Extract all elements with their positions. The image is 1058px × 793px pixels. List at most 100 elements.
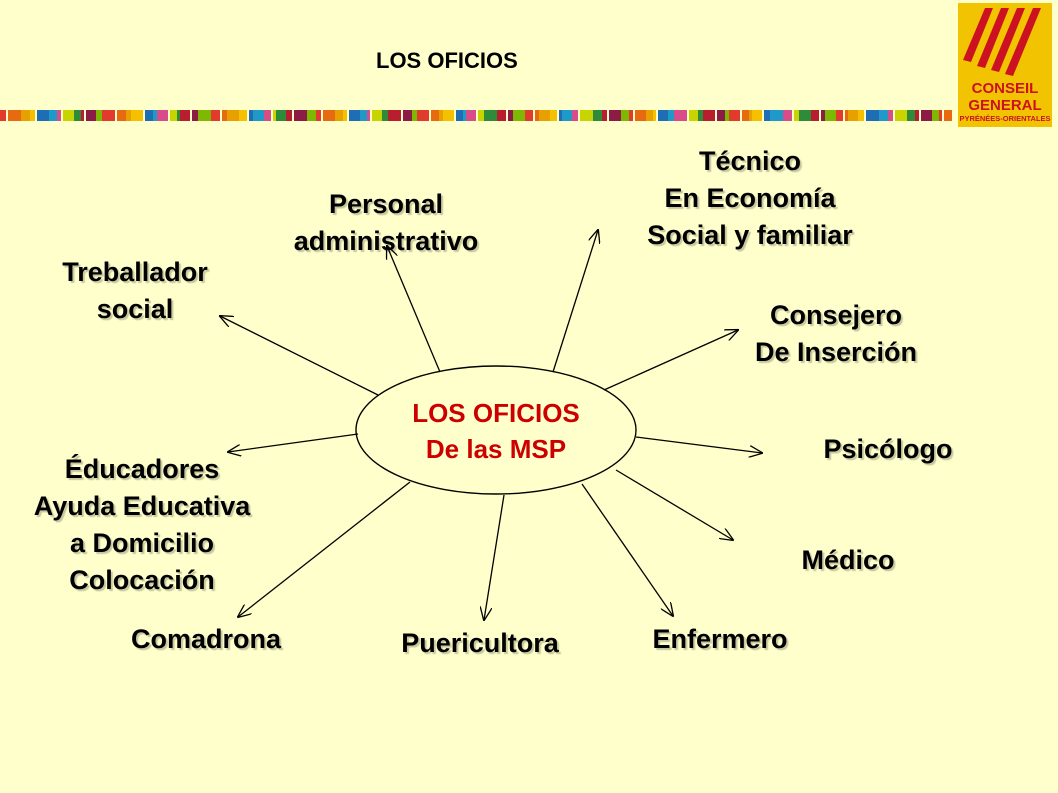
stripe-segment [535, 110, 539, 121]
stripe-segment [37, 110, 49, 121]
stripe-segment [621, 110, 629, 121]
stripe-segment [21, 110, 30, 121]
stripe-segment [907, 110, 915, 121]
stripe-segment [539, 110, 550, 121]
node-educadores-line-2: Ayuda Educativa [33, 491, 251, 521]
stripe-segment [725, 110, 729, 121]
stripe-segment [273, 110, 276, 121]
center-label-line-2: De las MSP [425, 434, 567, 464]
node-comadrona-line-1: Comadrona [130, 624, 282, 654]
stripe-segment [81, 110, 84, 121]
stripe-segment [658, 110, 668, 121]
stripe-segment [717, 110, 725, 121]
stripe-segment [412, 110, 417, 121]
stripe-segment [742, 110, 749, 121]
stripe-segment [580, 110, 593, 121]
stripe-segment [170, 110, 177, 121]
stripe-segment [466, 110, 476, 121]
node-puericultora-line-1: Puericultora [401, 628, 559, 658]
stripe-segment [484, 110, 497, 121]
arrow-to-personal [387, 246, 441, 373]
node-educadores: Éducadores Ayuda Educativa a Domicilio C… [0, 451, 284, 599]
stripe-segment [49, 110, 57, 121]
logo-line-2: GENERAL [968, 97, 1041, 114]
node-educadores-line-4: Colocación [69, 565, 215, 595]
stripe-segment [653, 110, 656, 121]
node-treballador-line-2: social [96, 294, 174, 324]
stripe-segment [866, 110, 879, 121]
stripe-segment [550, 110, 557, 121]
node-tecnico: Técnico En Economía Social y familiar [560, 143, 940, 254]
stripe-segment [703, 110, 715, 121]
stripe-segment [921, 110, 932, 121]
stripe-segment [316, 110, 321, 121]
stripe-segment [562, 110, 572, 121]
logo-line-3: PYRÉNÉES-ORIENTALES [959, 114, 1050, 123]
node-enfermero: Enfermero [610, 621, 830, 658]
stripe-segment [944, 110, 952, 121]
stripe-segment [86, 110, 96, 121]
stripe-segment [478, 110, 484, 121]
stripe-segment [749, 110, 752, 121]
stripe-segment [602, 110, 607, 121]
stripe-segment [323, 110, 335, 121]
stripe-segment [799, 110, 811, 121]
stripe-segment [276, 110, 286, 121]
node-personal: Personal administrativo [236, 186, 536, 260]
stripe-segment [192, 110, 198, 121]
stripe-segment [698, 110, 703, 121]
stripe-segment [443, 110, 454, 121]
stripe-segment [939, 110, 942, 121]
node-tecnico-line-1: Técnico [698, 146, 802, 176]
stripe-segment [180, 110, 190, 121]
stripe-segment [858, 110, 864, 121]
stripe-segment [211, 110, 220, 121]
arrow-to-medico [615, 469, 733, 540]
node-psicologo: Psicólogo [780, 431, 996, 468]
logo-line-1: CONSEIL [972, 80, 1039, 97]
stripe-segment [836, 110, 843, 121]
node-consejero-line-1: Consejero [769, 300, 903, 330]
center-ellipse [355, 365, 637, 495]
conseil-general-logo: CONSEIL GENERAL PYRÉNÉES-ORIENTALES [955, 0, 1055, 130]
node-treballador: Treballador social [10, 254, 260, 328]
arrow-to-educadores [228, 433, 359, 452]
stripe-segment [102, 110, 115, 121]
stripe-segment [572, 110, 578, 121]
arrow-to-comadrona [238, 481, 411, 617]
stripe-segment [932, 110, 939, 121]
stripe-segment [821, 110, 825, 121]
stripe-segment [153, 110, 157, 121]
stripe-segment [294, 110, 307, 121]
node-psicologo-line-1: Psicólogo [823, 434, 953, 464]
stripe-segment [463, 110, 466, 121]
arrow-to-treballador [220, 316, 379, 396]
arrow-to-tecnico [552, 230, 598, 373]
stripe-segment [764, 110, 770, 121]
stripe-segment [360, 110, 367, 121]
stripe-segment [198, 110, 211, 121]
stripe-segment [343, 110, 347, 121]
stripe-segment [629, 110, 633, 121]
stripe-segment [372, 110, 382, 121]
stripe-segment [689, 110, 698, 121]
stripe-segment [253, 110, 264, 121]
stripe-segment [286, 110, 292, 121]
node-puericultora: Puericultora [360, 625, 600, 662]
stripe-segment [508, 110, 513, 121]
stripe-segment [264, 110, 271, 121]
node-educadores-line-3: a Domicilio [69, 528, 215, 558]
node-personal-line-2: administrativo [293, 226, 479, 256]
stripe-segment [249, 110, 253, 121]
arrow-to-psicologo [635, 436, 762, 453]
stripe-segment [513, 110, 525, 121]
stripe-segment [227, 110, 239, 121]
stripe-segment [307, 110, 316, 121]
stripe-segment [388, 110, 401, 121]
stripe-segment [349, 110, 360, 121]
node-educadores-line-1: Éducadores [64, 454, 220, 484]
stripe-segment [770, 110, 783, 121]
stripe-segment [525, 110, 533, 121]
